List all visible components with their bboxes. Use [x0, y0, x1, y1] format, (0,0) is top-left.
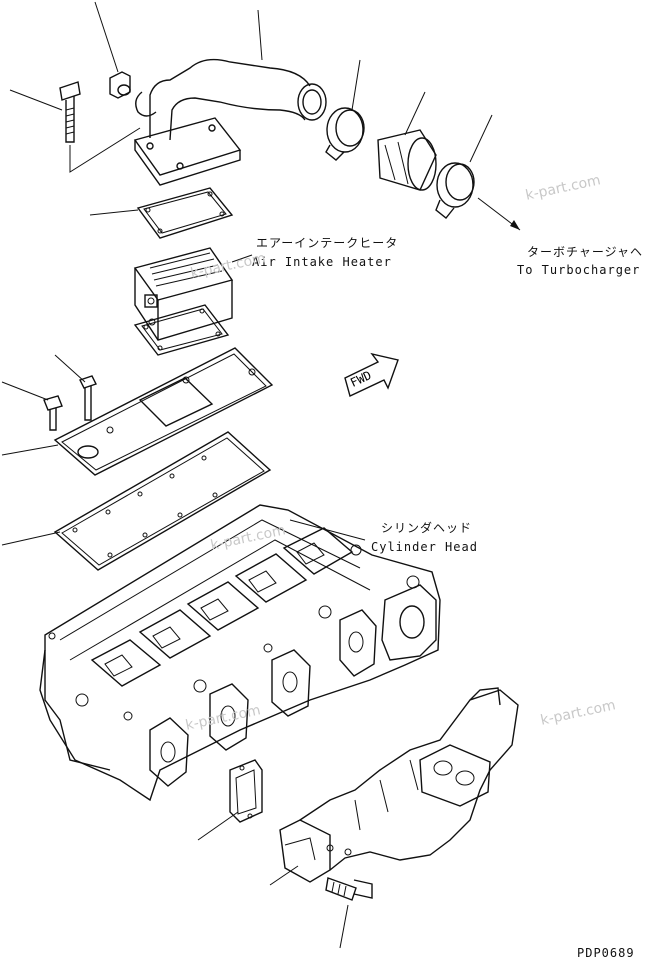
hose-clamp-2	[435, 162, 475, 219]
cylinder-head-label-en: Cylinder Head	[371, 540, 478, 554]
exhaust-manifold	[279, 687, 519, 883]
bolt-lower	[325, 877, 373, 901]
gasket-upper	[136, 187, 234, 239]
air-intake-heater	[133, 247, 234, 341]
gasket-heater	[133, 304, 230, 356]
leader-lines	[1, 1, 493, 949]
air-intake-heater-label-jp: エアーインテークヒータ	[256, 236, 399, 250]
plug	[109, 71, 131, 99]
gasket-large	[53, 431, 272, 571]
turbocharger-label-en: To Turbocharger	[517, 263, 641, 277]
turbocharger-label-jp: ターボチャージャヘ	[527, 245, 644, 259]
fwd-arrow	[344, 352, 399, 397]
hose	[377, 129, 437, 191]
cylinder-head-label-jp: シリンダヘッド	[381, 521, 473, 535]
turbocharger-arrow	[477, 197, 521, 231]
bolt-upper	[59, 81, 81, 143]
drawing-code: PDP0689	[577, 946, 635, 960]
cylinder-head	[39, 504, 441, 802]
intake-connector	[133, 58, 327, 186]
air-intake-heater-label-en: Air Intake Heater	[252, 255, 392, 269]
bolt-middle	[43, 375, 97, 431]
hose-clamp-1	[325, 107, 365, 161]
exhaust-gasket	[229, 759, 263, 823]
cover-plate	[53, 347, 274, 476]
